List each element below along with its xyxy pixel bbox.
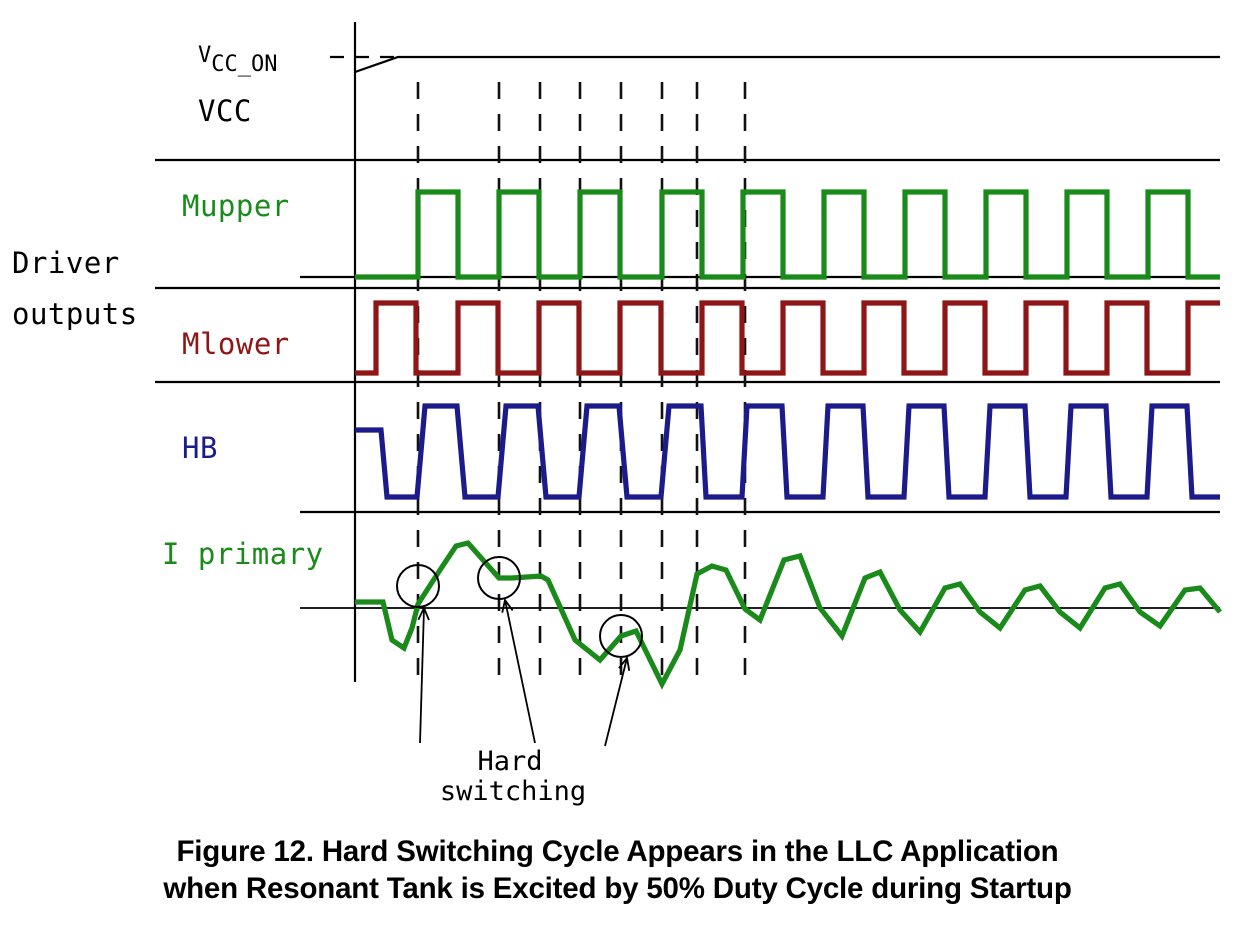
vcc-on-threshold-label: VCC_ON: [198, 43, 277, 77]
label-group-line1: Driver: [12, 246, 120, 280]
label-hb: HB: [182, 431, 218, 465]
waveform-i-primary: [355, 540, 1222, 690]
annotation-leader-2: [504, 599, 536, 744]
waveform-mlower: [355, 300, 1220, 376]
label-vcc: VCC: [198, 94, 252, 128]
annotation-leader-3: [604, 657, 628, 747]
annotation-line1: Hard: [477, 746, 542, 777]
hard-switching-marker-3: [599, 614, 643, 658]
annotation-leader-1: [419, 607, 425, 744]
figure-caption: Figure 12. Hard Switching Cycle Appears …: [0, 833, 1235, 907]
waveform-hb: [355, 403, 1220, 500]
annotation-arrowhead-3: [618, 655, 631, 671]
event-gridlines: [416, 82, 747, 682]
waveform-mupper: [355, 189, 1220, 280]
annotation-leaders: [417, 597, 631, 747]
label-i-primary: I primary: [162, 537, 324, 571]
panel-separators: [155, 158, 1220, 514]
label-mlower: Mlower: [182, 327, 290, 361]
annotation-line2: switching: [440, 776, 586, 807]
waveform-vcc: [354, 55, 1220, 74]
hard-switching-marker-1: [396, 564, 440, 608]
annotation-arrowhead-2: [501, 597, 514, 613]
label-mupper: Mupper: [182, 189, 290, 223]
label-group-line2: outputs: [12, 297, 138, 331]
caption-line-1: Figure 12. Hard Switching Cycle Appears …: [176, 835, 1059, 868]
hard-switching-markers: [396, 556, 643, 658]
hard-switching-marker-2: [477, 556, 521, 600]
caption-line-2: when Resonant Tank is Excited by 50% Dut…: [163, 872, 1072, 905]
annotation-arrowhead-1: [417, 605, 430, 621]
